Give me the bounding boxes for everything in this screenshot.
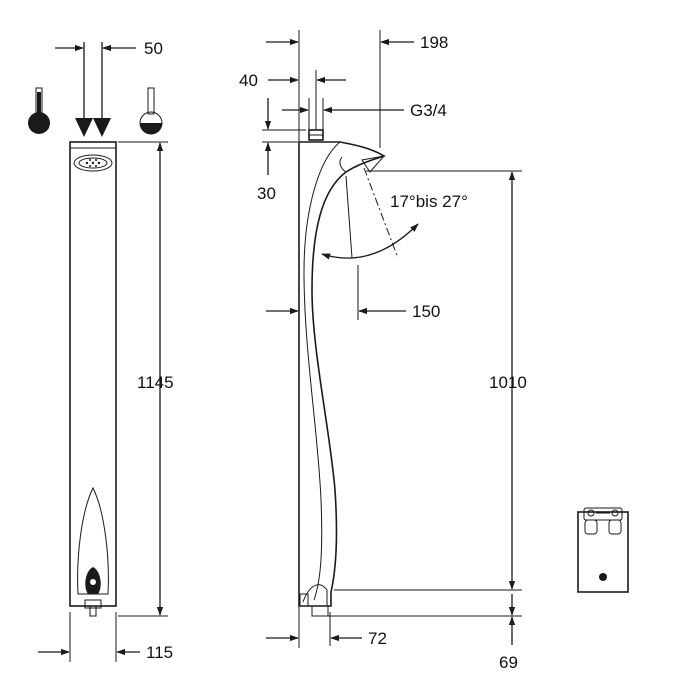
connection-g34-label: G3/4 [410, 101, 447, 120]
dimension-30-label: 30 [257, 184, 276, 203]
dimension-72-label: 72 [368, 629, 387, 648]
dimension-198: 198 [266, 30, 448, 148]
dimension-69-label: 69 [499, 653, 518, 672]
side-view: 198 40 G3/4 30 [239, 30, 527, 672]
wall-bracket [577, 507, 629, 593]
thermometer-cold-icon [139, 87, 163, 135]
dimension-1010-label: 1010 [489, 373, 527, 392]
dimension-115-label: 115 [146, 643, 173, 662]
dimension-150: 150 [266, 265, 440, 321]
dimension-1010: 1010 [334, 170, 527, 591]
dimension-115: 115 [38, 612, 173, 662]
side-panel [298, 141, 386, 617]
dimension-30: 30 [257, 98, 306, 203]
dimension-1145-label: 1145 [137, 373, 174, 392]
dimension-40: 40 [239, 70, 346, 130]
dimension-50: 50 [55, 39, 163, 58]
dimension-50-label: 50 [144, 39, 163, 58]
dimension-72: 72 [266, 612, 387, 648]
front-panel [69, 141, 117, 617]
angle-annotation: 17°bis 27° [321, 167, 468, 260]
front-view: 50 [28, 39, 174, 662]
dimension-69: 69 [316, 594, 522, 672]
dimension-1145: 1145 [118, 141, 174, 617]
dimension-150-label: 150 [412, 302, 440, 321]
dimension-40-label: 40 [239, 71, 258, 90]
connection-g34: G3/4 [282, 98, 447, 141]
thermometer-hot-icon [28, 87, 50, 134]
angle-label: 17°bis 27° [390, 192, 468, 211]
dimension-198-label: 198 [420, 33, 448, 52]
inlet-arrows [75, 42, 111, 137]
